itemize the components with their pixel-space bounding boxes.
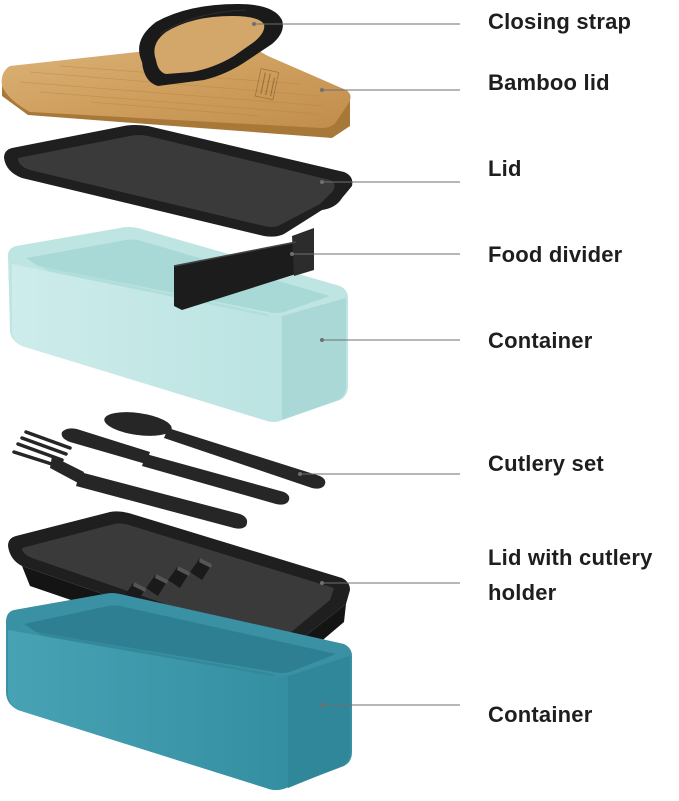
fork-head [50,456,84,484]
label-container-bottom: Container [488,702,593,727]
food-divider-face [174,242,296,310]
label-cutlery-set: Cutlery set [488,451,604,476]
dark-container [6,593,352,790]
spoon-bowl [104,412,172,436]
leader-dots [252,22,324,707]
food-divider-top-edge [173,241,297,267]
label-lid-with-cutlery-holder: Lid with cutlery holder [488,540,653,610]
black-lid [4,125,353,237]
food-divider [173,228,314,310]
label-container-top: Container [488,328,593,353]
fork-tines [12,430,72,468]
food-divider-tab [292,228,314,276]
strap-webbing [159,9,247,35]
label-closing-strap: Closing strap [488,9,632,34]
cutlery-slot-highlights [133,558,212,592]
dark-container-inner [24,605,336,673]
closing-strap [139,4,283,86]
logo-stamp [254,68,280,101]
fork [12,430,248,529]
label-lid-with-cutlery-holder-line1: Lid with cutlery [488,545,653,570]
knife-handle [142,454,290,505]
dark-container-side-shade [288,656,350,788]
light-container-front [12,264,346,421]
spoon [104,412,326,489]
leader-lines [254,23,460,706]
cutlery-set [12,412,326,529]
strap-opening [154,16,265,74]
knife [61,428,290,505]
dark-container-front [8,630,350,790]
lid-with-cutlery-holder [8,511,350,670]
black-lid-surface [18,135,335,227]
bamboo-lid-top [1,42,351,128]
label-lid-with-cutlery-holder-line2: holder [488,580,557,605]
spoon-handle [164,428,326,489]
label-food-divider: Food divider [488,242,623,267]
light-container-side-shade [282,298,346,420]
fork-handle [76,472,248,529]
label-lid: Lid [488,156,522,181]
bamboo-lid [1,42,351,138]
label-bamboo-lid: Bamboo lid [488,70,610,95]
knife-blade [61,428,150,464]
